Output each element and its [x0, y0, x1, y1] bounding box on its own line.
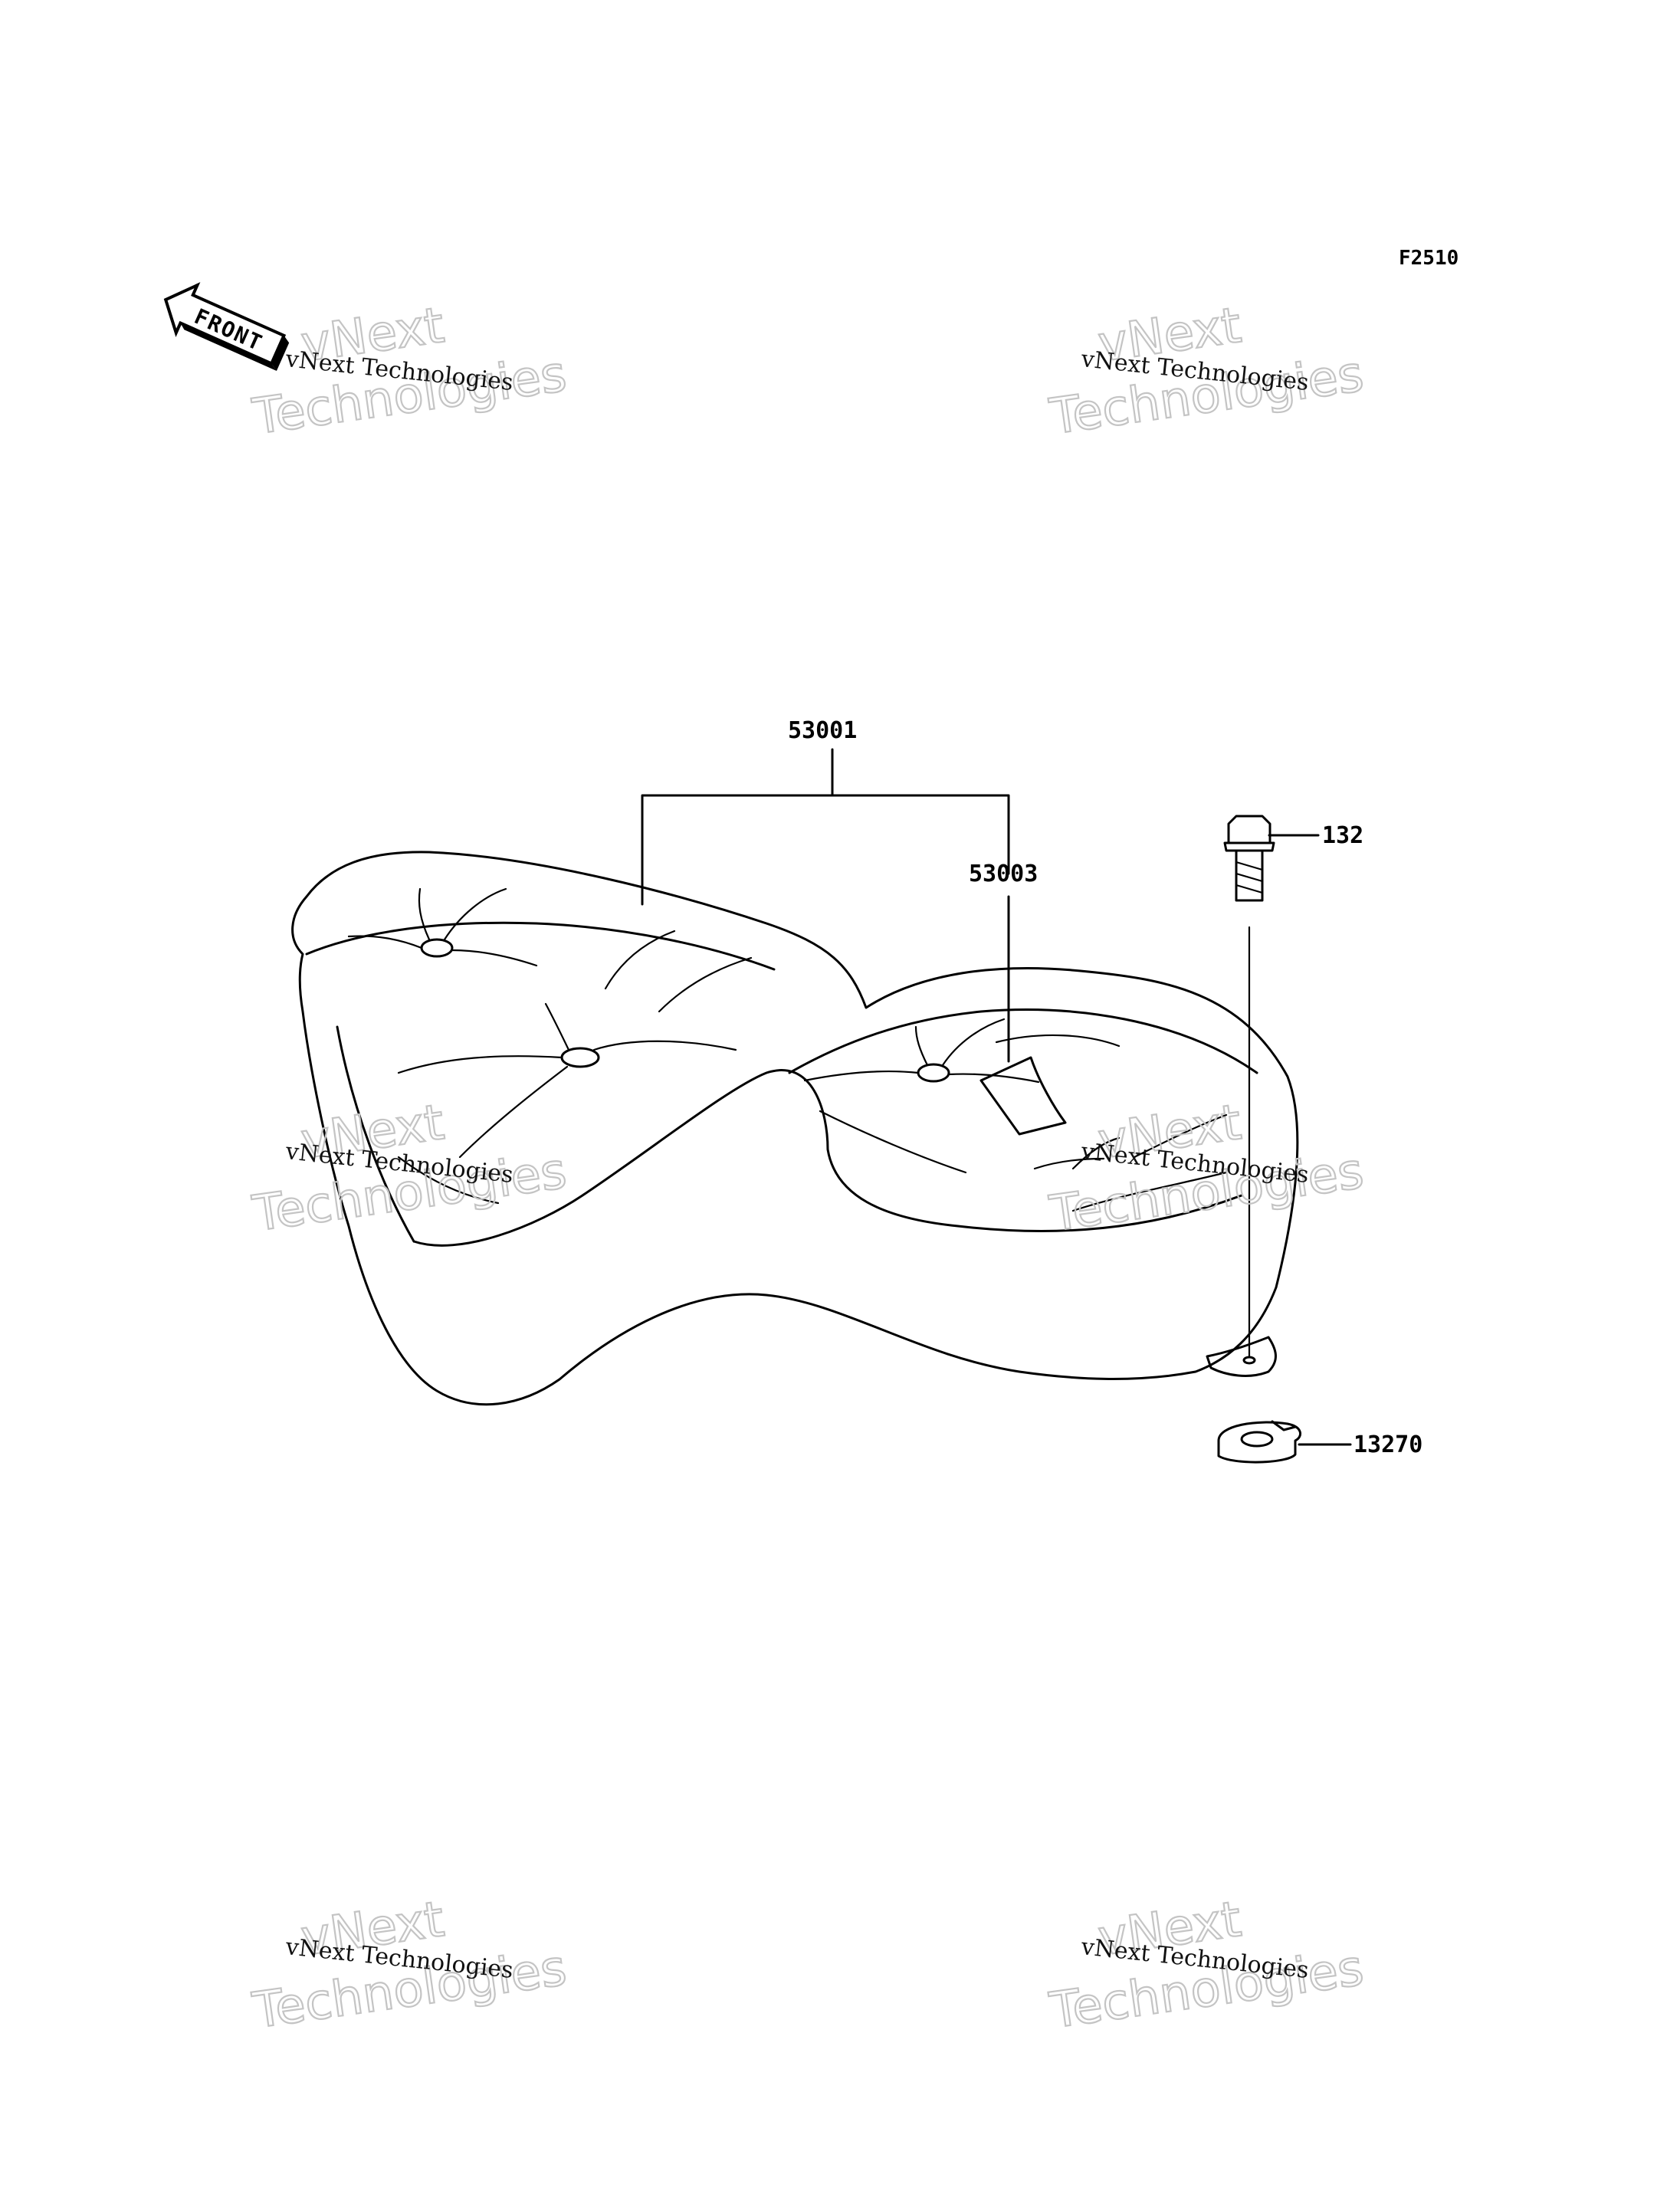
part-number-53003: 53003	[969, 861, 1038, 887]
bushing-icon	[1217, 1420, 1301, 1464]
bolt-icon	[1223, 815, 1275, 902]
seat-label-shape	[979, 1056, 1067, 1136]
part-number-53001: 53001	[788, 717, 857, 744]
front-arrow-icon: FRONT	[163, 282, 290, 371]
part-number-13270: 13270	[1354, 1431, 1422, 1458]
seat-drawing	[291, 851, 1299, 1406]
diagram-code: F2510	[1399, 247, 1459, 270]
leader-lines	[641, 748, 1352, 1446]
part-number-132: 132	[1322, 822, 1363, 849]
